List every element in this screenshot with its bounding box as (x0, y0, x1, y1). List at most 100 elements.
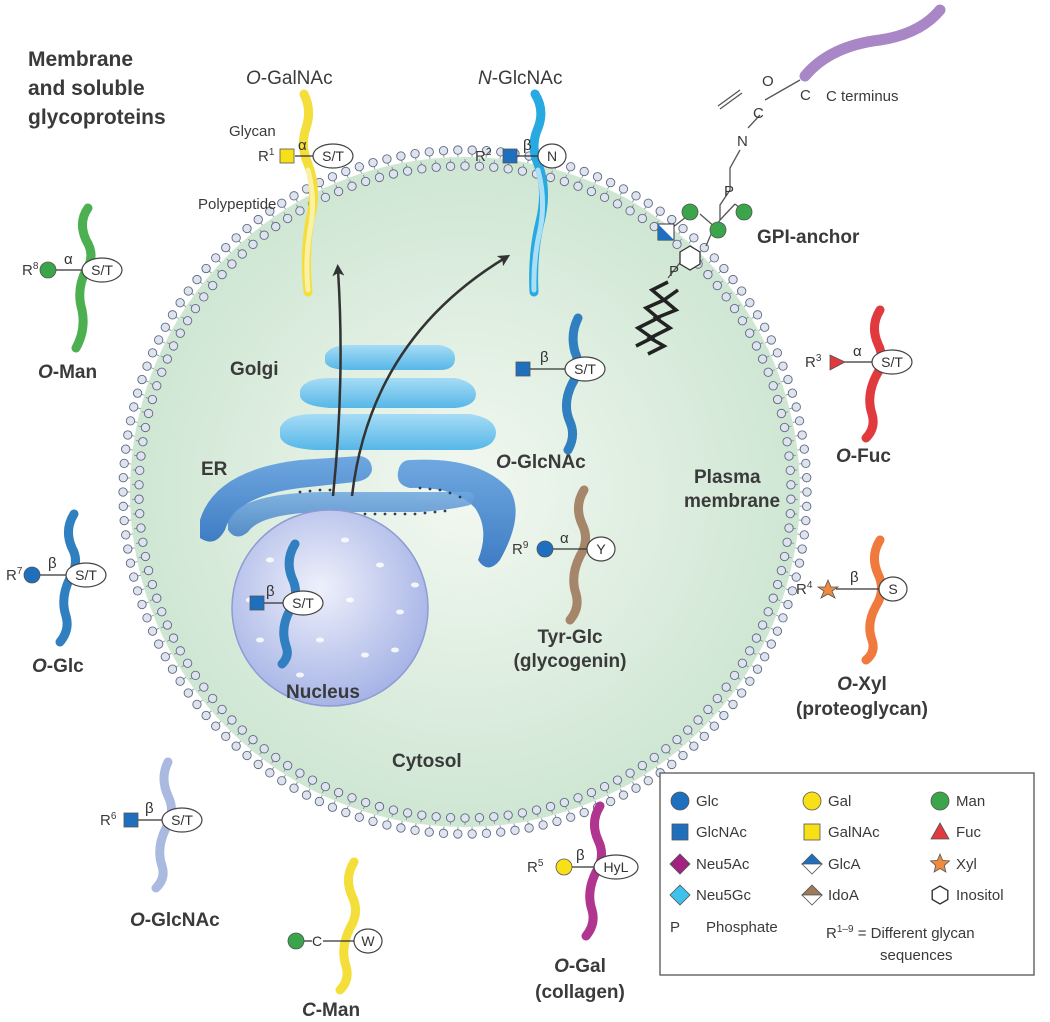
plasma-label-2: membrane (684, 491, 780, 512)
o-xyl-chain (861, 535, 886, 665)
legend-idoa-icon (801, 884, 823, 906)
o-glcnac-cyto-bond: β (540, 349, 549, 366)
plasma-membrane-bilayer (118, 145, 812, 839)
golgi-label: Golgi (230, 359, 279, 380)
o-galnac-residue-label: S/T (322, 148, 344, 164)
tyr-glc-bond: α (560, 530, 569, 547)
o-glcnac-cyto-residue-label: S/T (574, 361, 596, 377)
er-label: ER (201, 459, 228, 480)
o-fuc-bond: α (853, 343, 862, 360)
o-gal-bond: β (576, 847, 585, 864)
legend-man-label: Man (956, 793, 985, 810)
gpi-atom-c: C (753, 105, 764, 122)
title-line-1: Membrane (28, 48, 133, 71)
o-xyl-r: R4 (796, 580, 813, 598)
o-galnac-bond: α (298, 137, 307, 154)
o-xyl-name: O-Xyl (837, 674, 887, 695)
tyr-glc-residue-label: Y (596, 541, 606, 557)
endoplasmic-reticulum (200, 456, 516, 568)
o-glcnac-cyto-chain (562, 313, 583, 455)
nucleus-label: Nucleus (286, 682, 360, 703)
n-glcnac-r: R2 (475, 147, 492, 165)
legend-galnac-label: GalNAc (828, 824, 880, 841)
o-man-name: O-Man (38, 362, 97, 383)
legend-man-icon (930, 791, 950, 811)
legend-r-note: R1–9 = Different glycan (826, 924, 975, 942)
gpi-atom-o: O (762, 73, 774, 90)
o-glcnac-cyto-name: O-GlcNAc (496, 452, 586, 473)
o-xyl-bond: β (850, 569, 859, 586)
legend-inositol-label: Inositol (956, 887, 1004, 904)
legend-gal-icon (802, 791, 822, 811)
o-gal-name: O-Gal (554, 956, 606, 977)
man-symbol (287, 932, 305, 950)
o-glcnac-ext-bond: β (145, 800, 154, 817)
title-line-2: and soluble (28, 77, 145, 100)
nucleus (231, 509, 429, 707)
inositol-symbol (679, 245, 701, 271)
n-glcnac-residue-label: N (547, 148, 557, 164)
legend-fuc-icon (930, 822, 950, 840)
gpi-anchor-label: GPI-anchor (757, 227, 860, 248)
glcnac-symbol (515, 361, 531, 377)
legend-glca-icon (801, 853, 823, 875)
tyr-glc-subname: (glycogenin) (514, 651, 627, 672)
galnac-symbol (279, 148, 295, 164)
gpi-atom-p-upper: P (724, 183, 734, 200)
o-gal-residue-label: HyL (604, 859, 629, 875)
gpi-man-2 (709, 221, 727, 239)
legend-gal-label: Gal (828, 793, 851, 810)
legend-glcnac-label: GlcNAc (696, 824, 747, 841)
legend-glc-icon (670, 791, 690, 811)
tyr-glc-name: Tyr-Glc (537, 627, 603, 648)
fuc-symbol (829, 354, 846, 371)
man-symbol (39, 261, 57, 279)
glcnac-symbol (123, 812, 139, 828)
polypeptide-annotation: Polypeptide (198, 196, 276, 213)
o-galnac-name: O-GalNAc (246, 68, 333, 89)
nucleus-glcnac-residue-label: S/T (292, 595, 314, 611)
o-fuc-chain (861, 305, 886, 443)
legend-xyl-label: Xyl (956, 856, 977, 873)
legend-box (659, 772, 1035, 976)
gpi-man-1 (681, 203, 699, 221)
gpi-atom-c-terminus: C (800, 87, 811, 104)
o-fuc-name: O-Fuc (836, 446, 891, 467)
o-glc-name: O-Glc (32, 656, 84, 677)
o-glcnac-ext-chain (151, 757, 176, 893)
glcnac-symbol (502, 148, 518, 164)
o-man-bond: α (64, 251, 73, 268)
gpi-glcn-symbol (657, 223, 675, 241)
legend-phosphate-label: Phosphate (706, 919, 778, 936)
legend-neu5gc-icon (669, 884, 691, 906)
legend-idoa-label: IdoA (828, 887, 859, 904)
o-gal-r: R5 (527, 858, 544, 876)
legend-galnac-icon (803, 823, 821, 841)
glycan-annotation: Glycan (229, 123, 276, 140)
legend-xyl-icon (929, 852, 951, 873)
o-xyl-subname: (proteoglycan) (796, 699, 928, 720)
legend-phosphate-symbol: P (670, 919, 680, 936)
o-xyl-residue-label: S (888, 581, 897, 597)
o-galnac-r: R1 (258, 147, 275, 165)
gal-symbol (555, 858, 573, 876)
o-glc-r: R7 (6, 566, 23, 584)
c-man-linker: C (312, 933, 322, 949)
c-man-name: C-Man (302, 1000, 360, 1021)
n-glcnac-bond: β (523, 137, 532, 154)
legend-neu5gc-label: Neu5Gc (696, 887, 752, 904)
o-fuc-r: R3 (805, 353, 822, 371)
n-glcnac-name: N-GlcNAc (478, 68, 562, 89)
tyr-glc-r: R9 (512, 540, 529, 558)
legend-glc-label: Glc (696, 793, 719, 810)
arrow-to-n-glcnac (350, 254, 511, 497)
o-man-residue-label: S/T (91, 262, 113, 278)
legend-glcnac-icon (671, 823, 689, 841)
nucleus-glcnac-bond: β (266, 583, 275, 600)
gpi-man-3 (735, 203, 753, 221)
arrow-to-o-galnac (331, 264, 345, 497)
legend-inositol-icon (931, 885, 949, 905)
glc-symbol (23, 566, 41, 584)
golgi-apparatus (280, 345, 496, 450)
